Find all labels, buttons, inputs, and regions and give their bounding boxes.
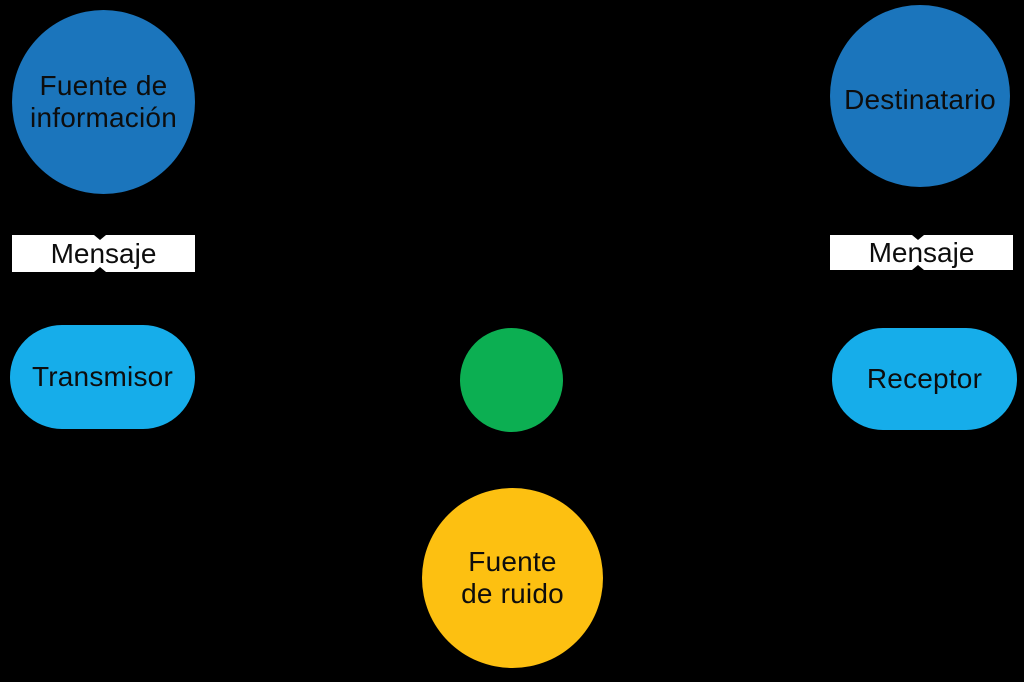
node-fuente-ruido-label: Fuente de ruido <box>461 545 564 609</box>
box-mensaje-right-label: Mensaje <box>868 236 975 268</box>
node-destinatario-label: Destinatario <box>844 83 996 115</box>
node-transmisor-label: Transmisor <box>32 360 173 392</box>
box-mensaje-left-label: Mensaje <box>50 237 157 269</box>
node-fuente-informacion: Fuente de información <box>12 10 195 194</box>
node-transmisor: Transmisor <box>10 325 195 429</box>
arrowhead-notch <box>912 265 924 270</box>
node-fuente-informacion-label: Fuente de información <box>30 69 177 133</box>
node-fuente-ruido: Fuente de ruido <box>422 488 603 668</box>
arrowhead-notch <box>94 235 106 240</box>
node-receptor-label: Receptor <box>866 362 983 394</box>
node-destinatario: Destinatario <box>830 5 1010 187</box>
box-mensaje-right: Mensaje <box>830 235 1013 270</box>
arrowhead-notch <box>912 235 924 240</box>
node-receptor: Receptor <box>832 328 1017 430</box>
node-canal-circle <box>460 328 563 432</box>
arrowhead-notch <box>94 267 106 272</box>
box-mensaje-left: Mensaje <box>12 235 195 272</box>
